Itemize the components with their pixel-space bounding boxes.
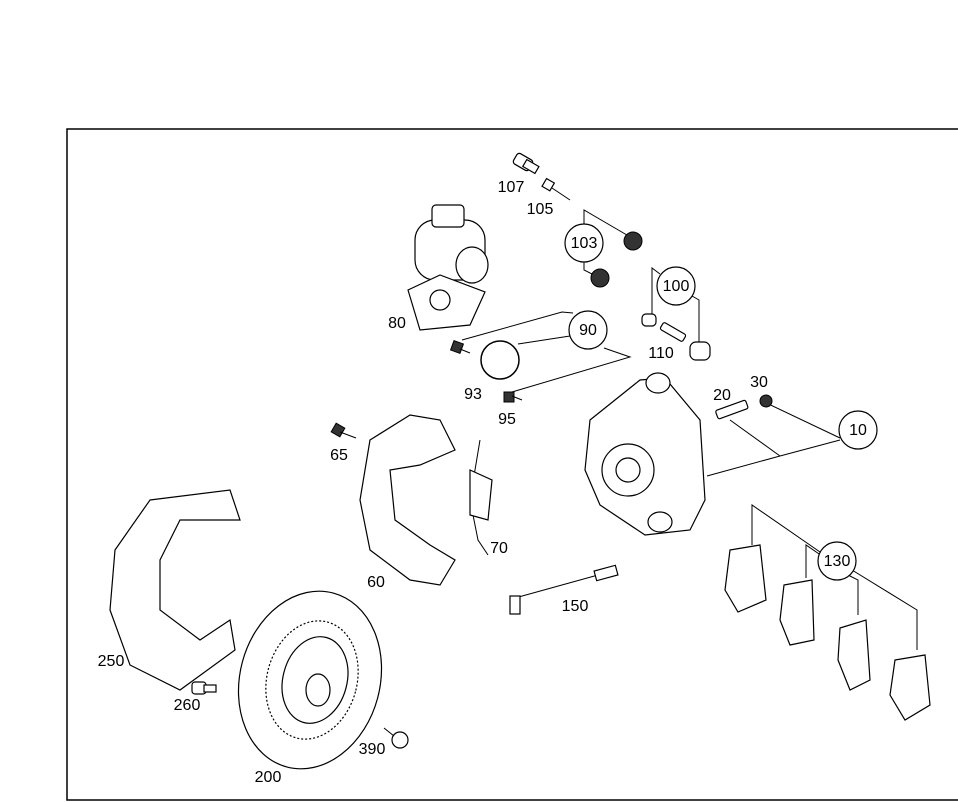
bolt-65[interactable]	[330, 422, 357, 439]
bolt-105[interactable]	[541, 177, 571, 201]
caliper-bracket-60[interactable]	[359, 414, 456, 586]
label-250: 250	[98, 653, 125, 670]
cap-30[interactable]	[759, 394, 773, 408]
label-130: 130	[824, 553, 851, 570]
callout-circle-100	[656, 266, 696, 306]
label-30: 30	[750, 374, 768, 391]
spring-clip-70[interactable]	[469, 439, 493, 556]
label-90: 90	[579, 322, 597, 339]
brake-pads-130[interactable]	[724, 544, 931, 721]
seal-ring-90[interactable]	[480, 340, 520, 380]
label-107: 107	[498, 179, 525, 196]
callout-circle-130	[817, 541, 857, 581]
callout-circle-10	[838, 410, 878, 450]
label-95: 95	[498, 411, 516, 428]
label-260: 260	[174, 697, 201, 714]
dust-shield-250[interactable]	[109, 489, 241, 691]
callout-circle-103	[564, 223, 604, 263]
brake-disc-200[interactable]	[219, 575, 401, 785]
screw-95[interactable]	[503, 391, 523, 403]
sleeve-100[interactable]	[641, 313, 711, 361]
label-110: 110	[648, 345, 674, 362]
diagram-frame	[66, 128, 958, 801]
label-105: 105	[527, 201, 554, 218]
label-150: 150	[562, 598, 589, 615]
label-200: 200	[255, 769, 282, 786]
label-20: 20	[713, 387, 731, 404]
bolt-260[interactable]	[191, 681, 217, 695]
label-100: 100	[663, 278, 690, 295]
label-60: 60	[367, 574, 385, 591]
bolt-107[interactable]	[512, 152, 540, 175]
label-103: 103	[571, 235, 598, 252]
screw-93[interactable]	[449, 339, 471, 355]
screw-390[interactable]	[383, 727, 409, 749]
label-10: 10	[849, 422, 867, 439]
cap-103[interactable]	[590, 231, 643, 288]
label-390: 390	[359, 741, 386, 758]
label-93: 93	[464, 386, 482, 403]
callout-circle-90	[568, 310, 608, 350]
guide-pin-110[interactable]	[659, 322, 687, 342]
leader-lines	[461, 209, 918, 650]
label-80: 80	[388, 315, 406, 332]
label-65: 65	[330, 447, 348, 464]
actuator-motor-80[interactable]	[407, 204, 489, 331]
label-70: 70	[490, 540, 508, 557]
brake-caliper-10[interactable]	[584, 372, 706, 536]
wear-sensor-150[interactable]	[509, 564, 619, 615]
bleed-screw-20[interactable]	[715, 399, 749, 420]
